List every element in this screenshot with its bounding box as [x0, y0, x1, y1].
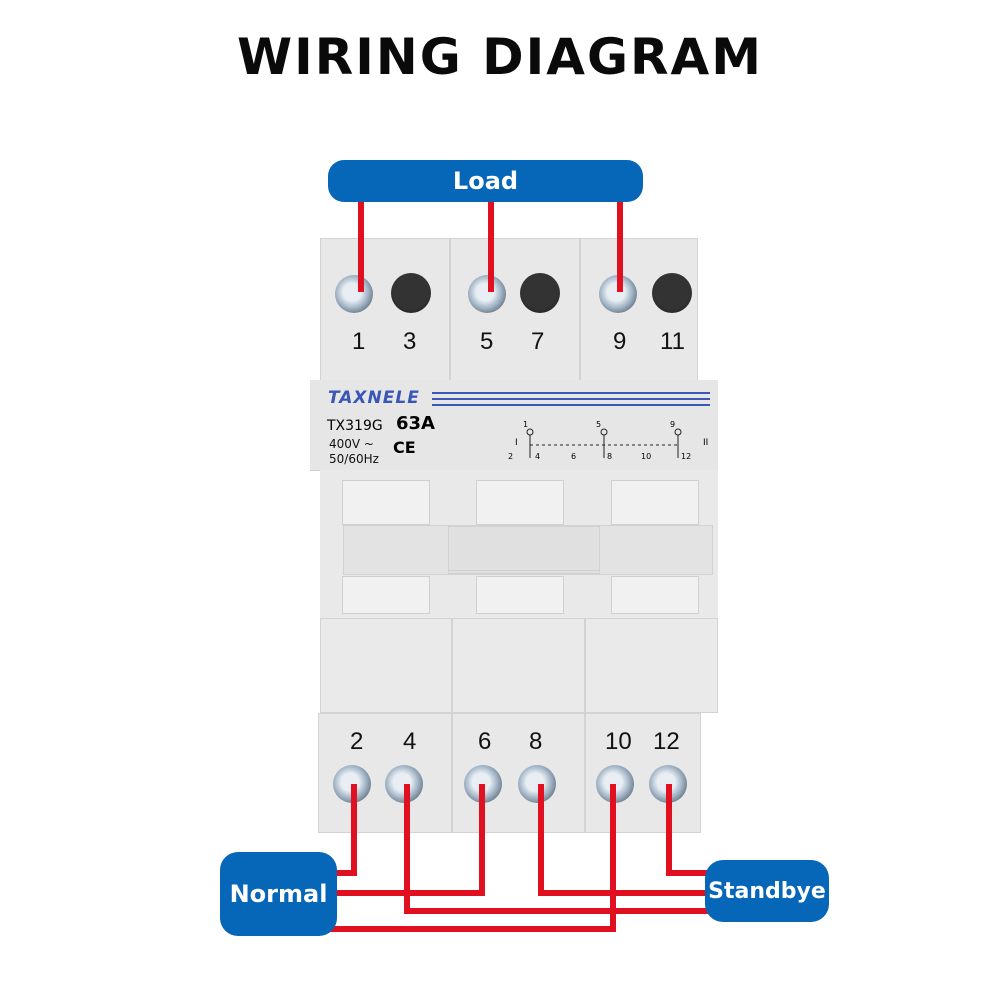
model-number: TX319G	[327, 418, 383, 434]
standby-supply-label: Standbye	[705, 860, 829, 922]
terminal-5-screw[interactable]	[468, 275, 506, 313]
wire-load-9	[617, 200, 623, 292]
handle-window-2-top	[476, 480, 564, 525]
wire-normal-2-h	[334, 870, 357, 876]
wire-load-1	[358, 200, 364, 292]
handle-window-3-top	[611, 480, 699, 525]
schematic-label-2: 2	[508, 452, 514, 461]
terminal-label-3: 3	[403, 328, 417, 355]
schematic-label-6: 6	[571, 452, 577, 461]
schematic-position-ii: II	[703, 438, 709, 448]
handle-window-1-bottom	[342, 576, 430, 614]
schematic-label-1: 1	[523, 420, 529, 429]
schematic-label-4: 4	[535, 452, 541, 461]
wire-standby-4-v	[404, 784, 410, 914]
top-terminal-block-2	[450, 238, 580, 388]
handle-window-1-top	[342, 480, 430, 525]
terminal-1-screw[interactable]	[335, 275, 373, 313]
wire-standby-4-h	[404, 908, 710, 914]
wire-standby-12-v	[666, 784, 672, 876]
terminal-label-1: 1	[352, 328, 366, 355]
terminal-label-4: 4	[403, 728, 417, 755]
voltage-rating: 400V ~	[329, 437, 374, 451]
terminal-label-7: 7	[531, 328, 545, 355]
wire-standby-8-h	[538, 890, 710, 896]
terminal-11-plug	[652, 273, 692, 313]
wire-normal-6-v	[479, 784, 485, 896]
label-panel	[310, 380, 718, 471]
terminal-label-8: 8	[529, 728, 543, 755]
schematic-label-12: 12	[681, 452, 692, 461]
terminal-label-5: 5	[480, 328, 494, 355]
terminal-label-6: 6	[478, 728, 492, 755]
schematic-contact-1	[526, 428, 534, 436]
terminal-3-plug	[391, 273, 431, 313]
brand-stripes	[432, 392, 710, 406]
terminal-8-screw[interactable]	[518, 765, 556, 803]
terminal-label-10: 10	[605, 728, 632, 755]
schematic-label-9: 9	[670, 420, 676, 429]
schematic-contact-9	[674, 428, 682, 436]
wire-standby-12-h	[666, 870, 710, 876]
handle-window-3-bottom	[611, 576, 699, 614]
schematic-contact-5	[600, 428, 608, 436]
wire-standby-8-v	[538, 784, 544, 896]
normal-supply-label: Normal	[220, 852, 337, 936]
lower-body-3	[585, 618, 718, 713]
frequency-rating: 50/60Hz	[329, 452, 379, 466]
switch-handle-grip[interactable]	[448, 526, 600, 574]
lower-body-1	[320, 618, 452, 713]
wire-load-5	[488, 200, 494, 292]
current-rating: 63A	[396, 413, 435, 434]
top-terminal-block-1	[320, 238, 450, 388]
ce-mark: CE	[393, 438, 416, 457]
schematic-position-i: I	[515, 438, 518, 448]
terminal-label-2: 2	[350, 728, 364, 755]
load-label: Load	[328, 160, 643, 202]
terminal-label-9: 9	[613, 328, 627, 355]
page-title: WIRING DIAGRAM	[237, 28, 763, 86]
terminal-7-plug	[520, 273, 560, 313]
terminal-label-11: 11	[660, 328, 685, 355]
schematic-label-10: 10	[641, 452, 652, 461]
brand-logo: TAXNELE	[328, 388, 420, 408]
wire-normal-2-v	[351, 784, 357, 876]
switch-schematic	[526, 428, 682, 458]
wire-normal-10-h	[330, 926, 616, 932]
schematic-label-8: 8	[607, 452, 613, 461]
top-terminal-block-3	[580, 238, 698, 388]
lower-body-2	[452, 618, 585, 713]
handle-window-2-bottom	[476, 576, 564, 614]
wire-normal-10-v	[610, 784, 616, 932]
terminal-label-12: 12	[653, 728, 680, 755]
schematic-label-5: 5	[596, 420, 602, 429]
